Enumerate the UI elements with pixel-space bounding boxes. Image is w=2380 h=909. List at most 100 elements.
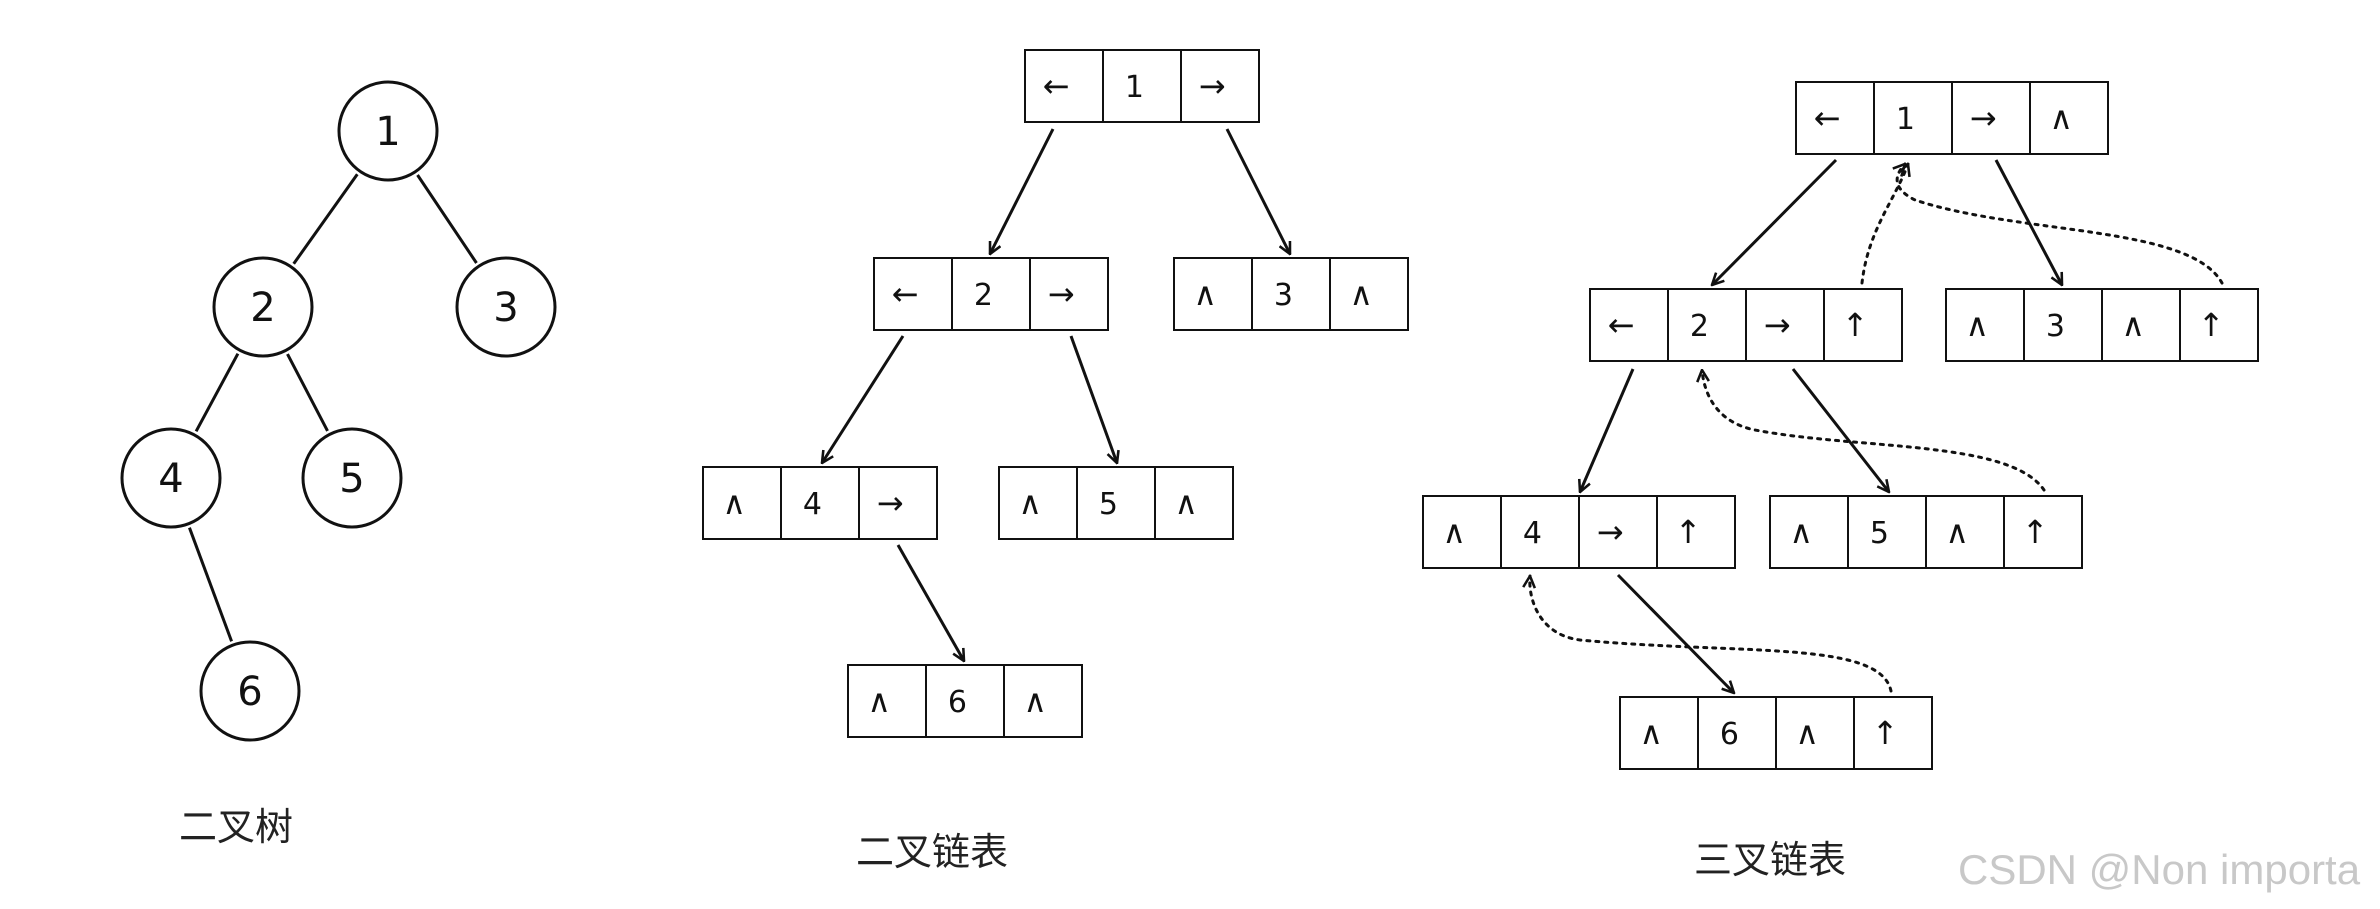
trinary-list-cell <box>2179 288 2259 362</box>
binary-list-cell-text: ∧ <box>1018 484 1041 522</box>
tree-edge-1-2 <box>292 173 359 265</box>
trinary-list-cell <box>1667 288 1747 362</box>
binary-list-node-4: ∧4→ <box>702 466 938 540</box>
tree-node-label: 4 <box>158 456 183 502</box>
tree-node-label: 5 <box>339 456 364 502</box>
tree-node-label: 1 <box>375 109 400 155</box>
trinary-list-node-6: ∧6∧↑ <box>1619 696 1933 770</box>
trinary-list-child-links <box>1580 158 2062 693</box>
binary-list-cell <box>847 664 927 738</box>
binary-list-cell-text: ∧ <box>867 682 890 720</box>
binary-list-cell <box>858 466 938 540</box>
binary-list-cell-text: 5 <box>1099 487 1118 522</box>
trinary-list-cell <box>1656 495 1736 569</box>
trinary-list-cell <box>1697 696 1777 770</box>
trinary-list-child-link-2-4 <box>1580 368 1635 492</box>
binary-list-node-6: ∧ 6 ∧ <box>847 664 1083 738</box>
binary-list-cell <box>1180 49 1260 123</box>
trinary-linked-list-caption: 三叉链表 <box>1694 838 1846 882</box>
trinary-list-cell <box>2003 495 2083 569</box>
trinary-list-cell <box>1853 696 1933 770</box>
trinary-list-parent-links <box>1530 164 2224 693</box>
binary-list-cell-text: → <box>1048 275 1075 313</box>
binary-linked-list-caption: 二叉链表 <box>856 830 1008 874</box>
binary-list-cell <box>925 664 1005 738</box>
trinary-list-cell <box>1847 495 1927 569</box>
trinary-list-cell <box>2029 81 2109 155</box>
binary-list-link-2-4 <box>822 335 905 463</box>
tree-node-4 <box>120 427 222 529</box>
tree-node-label: 6 <box>237 669 262 715</box>
trinary-list-cell-text: ↑ <box>1842 306 1869 344</box>
binary-list-node-5: ∧ 5 ∧ <box>998 466 1234 540</box>
binary-list-cell-text: 6 <box>948 685 967 720</box>
binary-list-cell-text: 2 <box>974 278 993 313</box>
binary-list-cell-text: ∧ <box>1193 275 1216 313</box>
trinary-list-cell-text: ∧ <box>1789 513 1812 551</box>
trinary-list-parent-link-6-4 <box>1530 576 1893 693</box>
binary-list-link-1-3 <box>1225 128 1292 254</box>
trinary-list-cell <box>1769 495 1849 569</box>
binary-list-cell-text: ← <box>892 275 919 313</box>
trinary-list-cell-text: ← <box>1814 99 1841 137</box>
binary-list-cell <box>1029 257 1109 331</box>
trinary-list-cell-text: 2 <box>1690 309 1709 344</box>
trinary-list-cell-text: ↑ <box>2198 306 2225 344</box>
binary-list-cell <box>1003 664 1083 738</box>
trinary-list-cell <box>1578 495 1658 569</box>
binary-list-cell-text: ∧ <box>1349 275 1372 313</box>
trinary-list-cell <box>1745 288 1825 362</box>
binary-list-node-2: ← 2 → <box>873 257 1109 331</box>
trinary-list-cell-text: 6 <box>1720 717 1739 752</box>
binary-list-cell-text: ← <box>1043 67 1070 105</box>
trinary-list-cell <box>2023 288 2103 362</box>
trinary-list-cell-text: 4 <box>1523 516 1542 551</box>
trinary-list-cell-text: ∧ <box>1795 714 1818 752</box>
trinary-list-child-link-4-6 <box>1616 573 1734 693</box>
trinary-list-nodes: ←1→∧←2→↑∧3∧↑∧4→↑∧5∧↑∧6∧↑ <box>1422 81 2259 770</box>
binary-list-cell <box>998 466 1078 540</box>
trinary-list-parent-link-5-2 <box>1702 370 2046 492</box>
trinary-list-cell-text: ↑ <box>2022 513 2049 551</box>
trinary-list-cell-text: ∧ <box>2121 306 2144 344</box>
trinary-list-cell-text: 1 <box>1896 102 1915 137</box>
trinary-list-node-3: ∧3∧↑ <box>1945 288 2259 362</box>
trinary-list-cell <box>1795 81 1875 155</box>
trinary-list-parent-link-3-1 <box>1897 164 2224 285</box>
tree-node-5 <box>301 427 403 529</box>
binary-list-cell-text: → <box>1199 67 1226 105</box>
trinary-list-node-2: ←2→↑ <box>1589 288 1903 362</box>
binary-list-child-links <box>822 128 1292 661</box>
binary-list-cell <box>702 466 782 540</box>
trinary-list-cell-text: 3 <box>2046 309 2065 344</box>
trinary-list-cell <box>1589 288 1669 362</box>
trinary-list-cell <box>1775 696 1855 770</box>
trinary-list-cell <box>1619 696 1699 770</box>
trinary-list-cell <box>1823 288 1903 362</box>
trinary-list-child-link-2-5 <box>1791 368 1889 492</box>
binary-list-cell <box>1102 49 1182 123</box>
tree-node-label: 3 <box>493 285 518 331</box>
binary-tree-nodes: 1 2 3 4 5 6 <box>120 80 557 742</box>
binary-list-cell <box>1251 257 1331 331</box>
trinary-list-cell-text: ↑ <box>1872 714 1899 752</box>
binary-list-cell <box>1329 257 1409 331</box>
trinary-list-node-4: ∧4→↑ <box>1422 495 1736 569</box>
binary-tree-edges <box>188 173 478 642</box>
tree-node-label: 2 <box>250 285 275 331</box>
trinary-list-cell <box>1951 81 2031 155</box>
trinary-list-node-1: ←1→∧ <box>1795 81 2109 155</box>
trinary-list-cell-text: ∧ <box>1945 513 1968 551</box>
binary-list-cell-text: ∧ <box>1174 484 1197 522</box>
binary-list-link-4-6 <box>896 544 964 661</box>
tree-edge-4-6 <box>188 527 233 642</box>
binary-list-cell-text: 1 <box>1125 70 1144 105</box>
tree-node-2 <box>212 256 314 358</box>
binary-list-cell-text: ∧ <box>1023 682 1046 720</box>
trinary-list-cell-text: ↑ <box>1675 513 1702 551</box>
binary-list-cell <box>873 257 953 331</box>
tree-edge-2-4 <box>194 352 240 433</box>
tree-node-6 <box>199 640 301 742</box>
binary-list-link-1-2 <box>988 128 1055 254</box>
